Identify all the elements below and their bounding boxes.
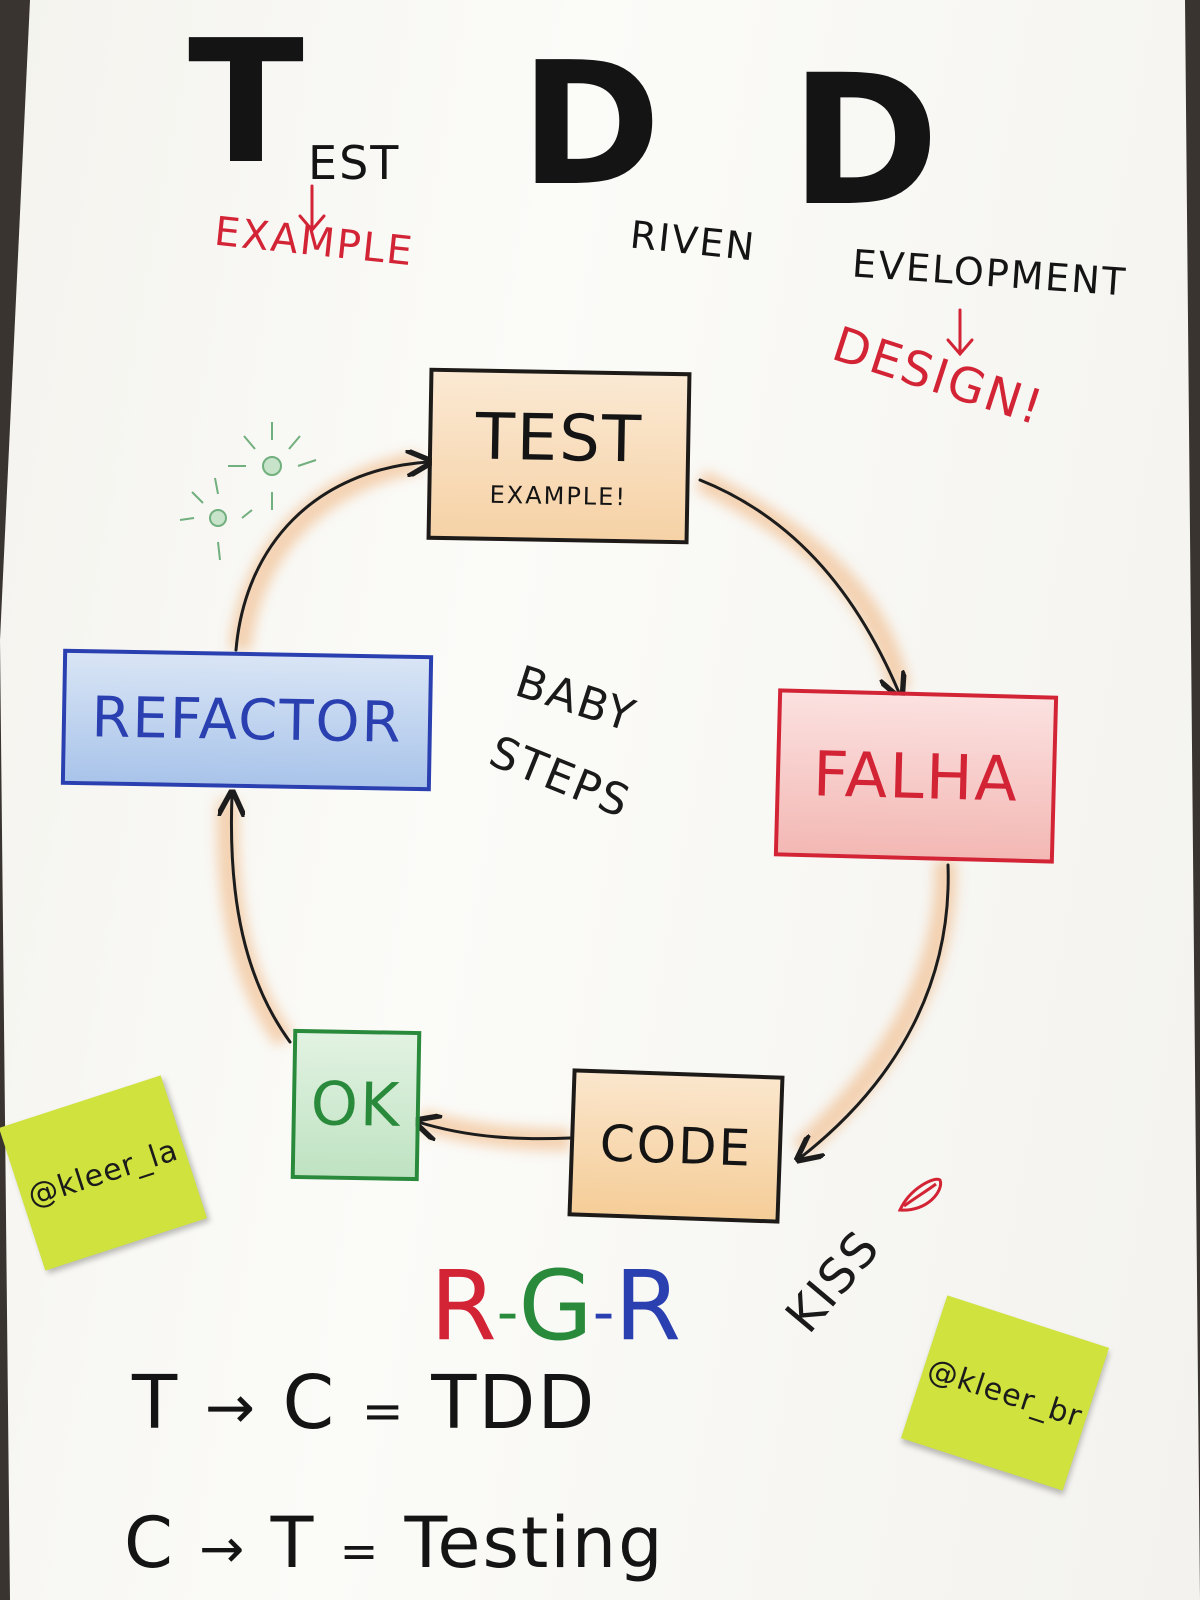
rgr-red: R [430, 1250, 497, 1362]
lips-icon [897, 1177, 943, 1212]
formula-testing-left: C [124, 1502, 175, 1584]
formula-testing-eq: = [339, 1524, 381, 1578]
sticky-note-kleer-br-text: @kleer_br [923, 1351, 1087, 1435]
subtitle-est: EST [308, 136, 401, 190]
code-box-label: CODE [598, 1114, 754, 1178]
sparkle-icon [179, 422, 317, 561]
title-letter-d-driven: D [520, 26, 662, 224]
sticky-note-kleer-la-text: @kleer_la [23, 1132, 183, 1214]
arrow-falha-to-code [800, 863, 950, 1158]
formula-tdd-arrow: → [204, 1373, 258, 1443]
rgr-dash-1: - [496, 1277, 519, 1348]
formula-tdd-right: TDD [431, 1360, 597, 1446]
title-letter-t: T [188, 4, 304, 202]
arrow-code-to-ok [418, 1122, 572, 1139]
rgr-label: R-G-R [430, 1258, 681, 1354]
formula-testing-arrow: → [199, 1517, 247, 1580]
refactor-box-label: REFACTOR [90, 684, 404, 756]
test-box: TEST EXAMPLE! [426, 367, 692, 545]
formula-tdd-left: T [132, 1360, 180, 1446]
refactor-box: REFACTOR [60, 648, 434, 792]
ok-box: OK [290, 1028, 422, 1182]
rgr-green: G [518, 1250, 593, 1362]
falha-box-label: FALHA [812, 736, 1020, 816]
title-letter-d-development: D [790, 37, 940, 246]
test-box-label: TEST [475, 400, 644, 478]
test-box-sublabel: EXAMPLE! [489, 480, 628, 512]
arrow-ok-to-refactor [231, 795, 292, 1044]
code-box: CODE [567, 1068, 785, 1224]
rgr-blue: R [614, 1250, 682, 1362]
arrow-refactor-to-test [234, 462, 428, 652]
formula-tdd-mid: C [282, 1360, 337, 1446]
formula-testing-right: Testing [404, 1502, 665, 1584]
arrow-test-to-falha [698, 478, 900, 695]
formula-testing: C → T = Testing [124, 1508, 665, 1578]
arrow-test-to-example [298, 184, 326, 233]
falha-box: FALHA [773, 688, 1059, 864]
formula-tdd: T → C = TDD [132, 1366, 596, 1440]
formula-testing-mid: T [270, 1502, 316, 1584]
arrow-development-to-design [946, 308, 974, 357]
rgr-dash-2: - [592, 1277, 615, 1348]
ok-box-label: OK [310, 1069, 402, 1141]
formula-tdd-eq: = [361, 1382, 406, 1440]
